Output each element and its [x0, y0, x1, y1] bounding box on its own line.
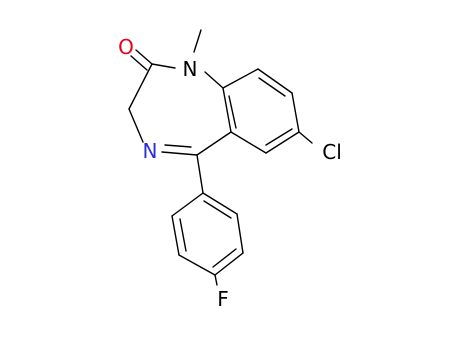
bond-c2p-c3p [236, 213, 244, 254]
bond-n1-methyl [193, 29, 202, 53]
atom-label-n1: N [183, 57, 198, 81]
bond-c3p-c4p [214, 252, 244, 276]
bond-c5p-c6p-double [179, 218, 187, 252]
bond-c9-c8-double [258, 77, 286, 97]
bond-c5p-c6p [171, 215, 180, 256]
atom-label-chlorine: Cl [322, 140, 342, 164]
bond-c2-n1 [151, 63, 176, 69]
bond-c6p-c1p [171, 192, 204, 217]
bond-c3-c2 [128, 63, 153, 110]
bond-c5-n4 [161, 151, 198, 156]
bond-c4p-f [214, 274, 218, 286]
bond-c7-c6 [265, 131, 300, 154]
bond-c7-c6-double [265, 128, 293, 146]
bond-c9a-c5a [222, 87, 232, 133]
bond-c7-cl [298, 131, 313, 144]
bond-c9a-c9 [222, 68, 259, 89]
bond-c2-o [135, 49, 153, 65]
bond-c2-o-double [130, 55, 148, 71]
bond-c1p-c2p [202, 192, 238, 215]
bond-c8-c7 [291, 92, 300, 133]
bond-c3p-c4p-double [212, 248, 237, 268]
atom-label-oxygen: O [118, 35, 134, 59]
atom-label-fluorine: F [217, 287, 229, 311]
bond-c4p-c5p [178, 254, 216, 276]
bond-c5a-c5 [196, 131, 232, 156]
atom-label-n4: N [143, 139, 158, 163]
bond-c5-c1p [196, 154, 204, 194]
bond-c6-c5a [230, 131, 267, 154]
bond-c5-n4-double [164, 144, 192, 148]
bond-n4-c3 [128, 108, 144, 143]
bond-c9a-c5a-double [228, 95, 237, 129]
bond-n1-c9a [204, 71, 224, 89]
bond-c1p-c2p-double [203, 200, 232, 219]
bond-c9-c8 [257, 68, 293, 94]
